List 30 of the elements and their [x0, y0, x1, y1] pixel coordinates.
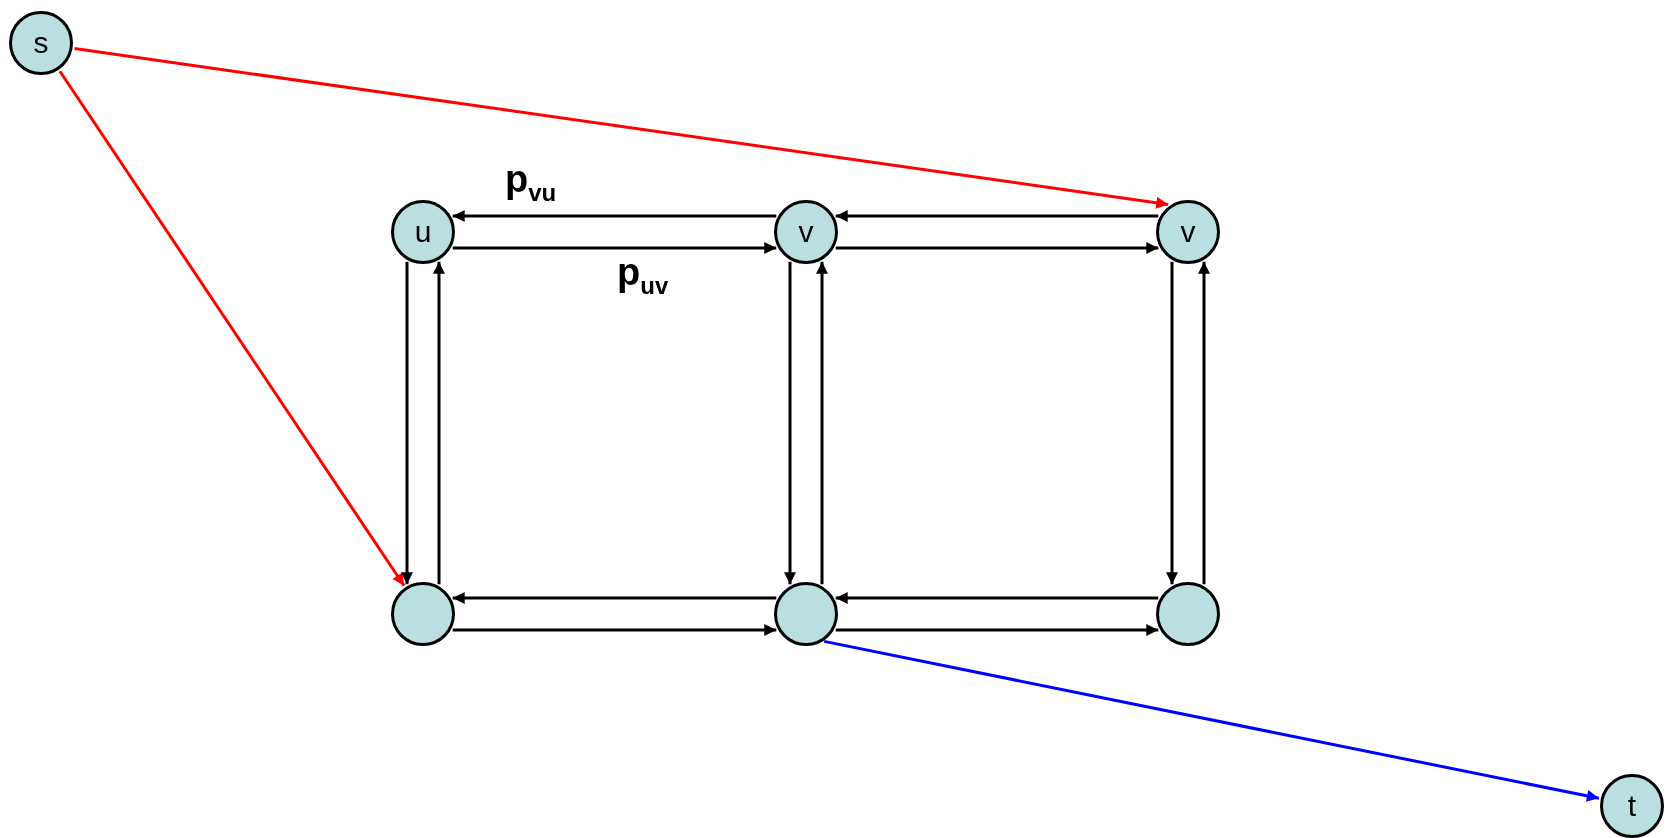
arrow — [401, 261, 413, 585]
arrow — [835, 624, 1159, 636]
arrow — [58, 70, 406, 587]
arrow — [452, 624, 777, 636]
arrow — [1166, 261, 1178, 585]
node-label: u — [414, 217, 432, 247]
empty-circle-node — [1156, 582, 1220, 646]
arrow — [74, 47, 1169, 209]
arrow — [823, 639, 1600, 802]
arrow — [452, 592, 777, 604]
node-label: s — [33, 28, 49, 58]
arrow — [835, 592, 1159, 604]
arrow — [1198, 261, 1210, 585]
arrow — [452, 242, 777, 254]
graph-node — [1156, 200, 1220, 264]
arrow — [784, 261, 796, 585]
node-label: v — [798, 217, 814, 247]
graph-node — [391, 200, 455, 264]
node-label: v — [1180, 217, 1196, 247]
graph-node — [9, 11, 73, 75]
arrow — [816, 261, 828, 585]
empty-circle-node — [774, 582, 838, 646]
arrow — [835, 210, 1159, 222]
graph-node — [774, 200, 838, 264]
node-label: t — [1627, 791, 1637, 821]
graph-node — [1600, 774, 1664, 838]
arrow — [433, 261, 445, 585]
arrow — [835, 242, 1159, 254]
arrow — [452, 210, 777, 222]
empty-circle-node — [391, 582, 455, 646]
